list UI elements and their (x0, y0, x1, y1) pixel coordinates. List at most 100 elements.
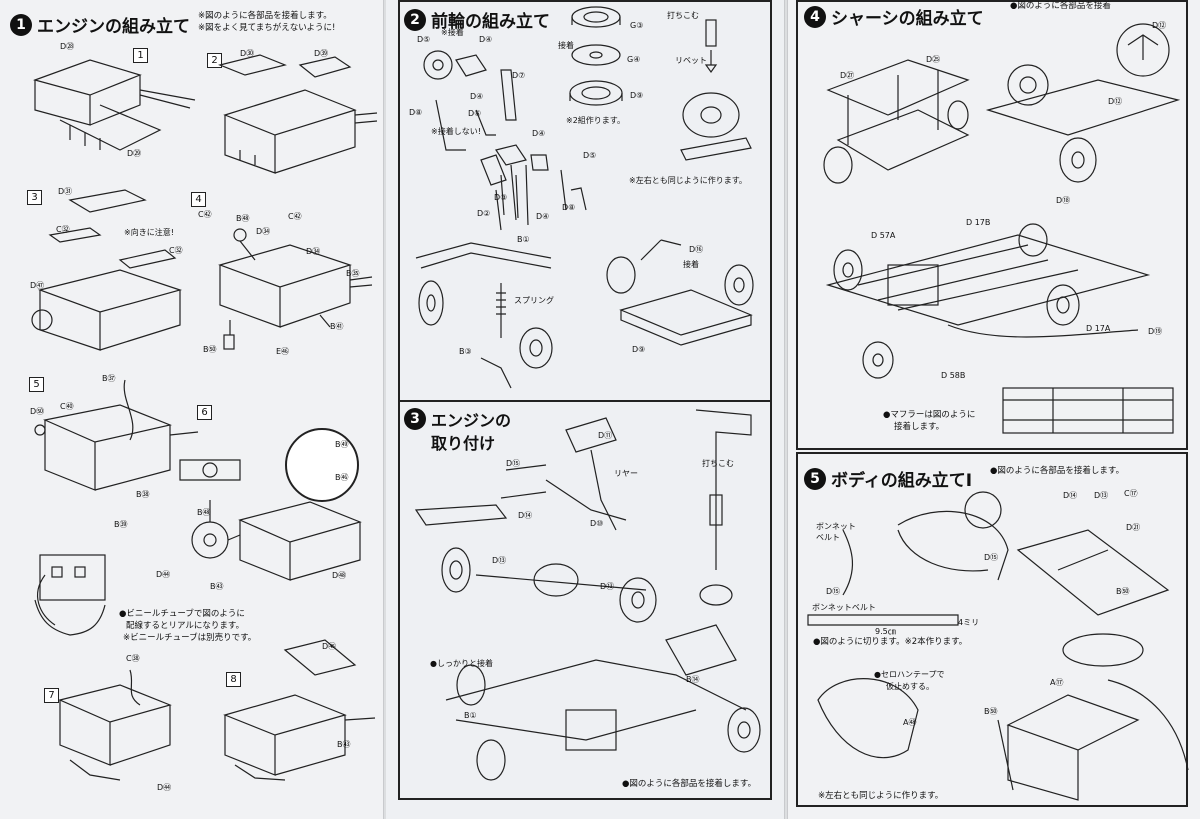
rivet-note: リベット (675, 56, 707, 65)
same-lr-note: ※左右とも同じように作ります。 (818, 791, 944, 801)
no-glue-note: ※接着しない! (431, 127, 481, 136)
muffler-note: 接着します。 (894, 422, 945, 432)
part-label: C⑰ (1124, 489, 1138, 498)
part-label: B㊸ (210, 582, 224, 591)
part-label: D⑱ (1056, 196, 1071, 205)
part-label: B㊳ (136, 490, 150, 499)
section-title-engine-mount: 3 エンジンの (404, 407, 511, 431)
part-label: B㊽ (236, 214, 250, 223)
part-label: D 17B (966, 218, 991, 227)
step-box-4: 4 (191, 192, 206, 207)
engine-block-drawing-2 (218, 54, 378, 174)
part-label: C㊳ (126, 654, 140, 663)
part-label: D 17A (1086, 324, 1111, 333)
muffler-note: ●マフラーは図のように (883, 410, 976, 420)
part-label: D⑨ (632, 345, 646, 354)
front-axle-drawing (415, 242, 553, 389)
chassis-frame-drawing-2 (985, 23, 1181, 183)
step-box-6: 6 (197, 405, 212, 420)
wiring-drawing (34, 554, 106, 636)
intro-note: ※図をよく見てまちがえないように! (198, 23, 336, 33)
knuckle-parts-drawing (495, 144, 587, 219)
section-title-text: 前輪の組み立て (431, 12, 550, 32)
part-label: D㉞ (256, 227, 271, 236)
part-label: D⑧ (562, 203, 576, 212)
part-label: G④ (627, 55, 641, 64)
part-label: D㊹ (156, 570, 171, 579)
part-label: D㉘ (60, 42, 75, 51)
same-lr-note: ※左右とも同じように作ります。 (629, 176, 747, 185)
front-suspension-parts-drawing (423, 50, 529, 231)
part-label: D㉛ (58, 187, 73, 196)
part-label: C㊵ (60, 402, 74, 411)
section-title-text: ボディの組み立てⅠ (831, 471, 973, 491)
intro-note: ※図のように各部品を接着します。 (198, 11, 332, 21)
part-label: G③ (630, 21, 644, 30)
part-label: B③ (459, 347, 472, 356)
part-label: D② (477, 209, 491, 218)
vinyl-tube-note: ●ビニールチューブで図のように (119, 609, 245, 619)
dimension-label: 9.5㎝ (875, 627, 896, 636)
step-box-2: 2 (207, 53, 222, 68)
section-title-text: シャーシの組み立て (831, 9, 984, 29)
part-label: D⑤ (583, 151, 597, 160)
part-label: D⑫ (1152, 21, 1167, 30)
part-label: D㊹ (157, 783, 172, 792)
part-label: B㊿ (1116, 587, 1130, 596)
glue-note: ※接着 (441, 28, 464, 37)
hammer-note: 打ちこむ (667, 11, 699, 20)
part-label: D⑮ (506, 459, 521, 468)
part-label: B⑭ (686, 675, 700, 684)
part-label: D㉚ (240, 49, 255, 58)
part-label: D㊼ (30, 281, 45, 290)
part-label: B㊻ (335, 473, 349, 482)
step-box-3: 3 (27, 190, 42, 205)
instruction-page-engine: 1 エンジンの組み立て ※図のように各部品を接着します。 ※図をよく見てまちがえ… (0, 0, 383, 819)
section-title-engine: 1 エンジンの組み立て (10, 12, 190, 37)
bonnet-belt-label: ボンネットベルト (812, 603, 876, 612)
section-title-text: エンジンの組み立て (37, 17, 190, 37)
step-number: 4 (804, 5, 826, 28)
instruction-page-chassis: 4 シャーシの組み立て ●図のように各部品を接着 D㉗ D㉕ D⑫ D⑫ D⑱ … (788, 0, 1200, 819)
part-label: D⑲ (1148, 327, 1163, 336)
part-label: C㊷ (198, 210, 212, 219)
part-label: D④ (536, 212, 550, 221)
part-label: D⑫ (1108, 97, 1123, 106)
dimension-label: 4ミリ (958, 618, 980, 627)
part-label: D④ (532, 129, 546, 138)
wheel-parts-drawing (569, 6, 623, 106)
part-label: D㉑ (1126, 523, 1141, 532)
engine-block-drawing-3 (31, 189, 183, 351)
chassis-assembly-drawing (825, 223, 1151, 379)
part-label: D⑯ (689, 245, 704, 254)
page-fold (383, 0, 387, 819)
part-label: D⑬ (600, 582, 615, 591)
vinyl-tube-note: 配線するとリアルになります。 (126, 621, 245, 631)
step-number: 5 (804, 467, 826, 490)
body-assembly-drawing (807, 491, 1189, 801)
section-title-engine-mount-line2: 取り付け (431, 434, 496, 453)
section-title-body: 5 ボディの組み立てⅠ (804, 466, 972, 491)
engine-block-drawing-4 (218, 228, 373, 350)
front-end-assembly-drawing (606, 239, 754, 346)
part-label: B① (517, 235, 530, 244)
vinyl-tube-note: ※ビニールチューブは別売りです。 (123, 633, 257, 643)
cello-tape-note: ●セロハンテープで (874, 670, 945, 679)
part-label: D⑤ (417, 35, 431, 44)
part-label: D㊺ (322, 642, 337, 651)
part-label: A⑰ (1050, 678, 1064, 687)
part-label: D③ (494, 193, 508, 202)
part-label: D⑧ (409, 108, 423, 117)
part-label: D⑩ (590, 519, 604, 528)
part-label: D㉕ (926, 55, 941, 64)
bonnet-belt-label: ボンネット (816, 522, 856, 531)
chassis-section (796, 0, 1188, 450)
part-label: B㊲ (102, 374, 116, 383)
footer-note: ●図のように各部品を接着します。 (622, 779, 757, 789)
part-label: D㉙ (127, 149, 142, 158)
step-number: 2 (404, 8, 426, 31)
page-fold (784, 0, 788, 819)
part-label: D 57A (871, 231, 896, 240)
cut-note: ●図のように切ります。※2本作ります。 (813, 637, 968, 647)
section-title-front-wheel: 2 前輪の組み立て (404, 7, 550, 32)
